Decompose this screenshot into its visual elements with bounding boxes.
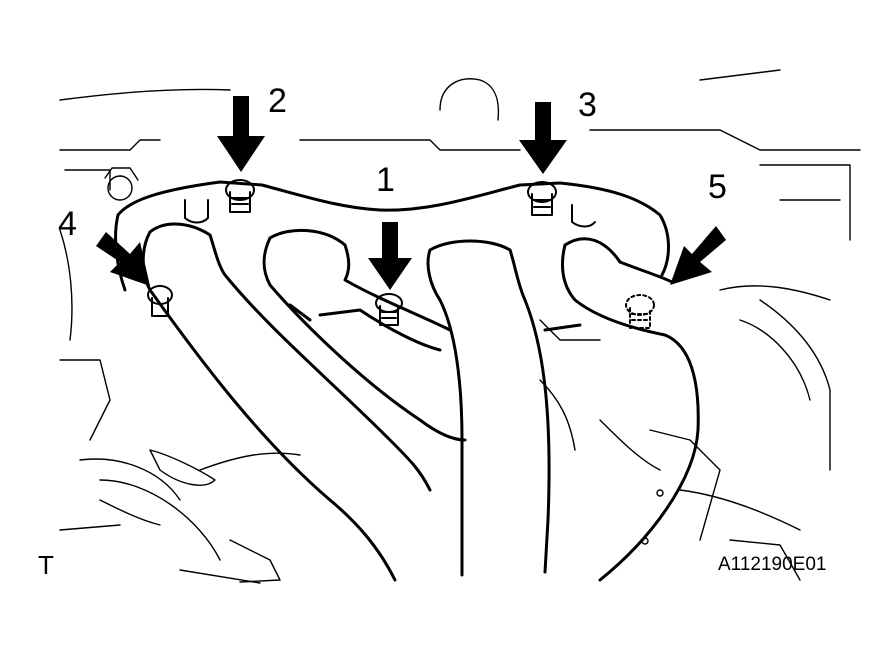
callout-label-3: 3 [578, 86, 597, 124]
arrow-4 [96, 232, 150, 286]
arrow-2 [217, 96, 265, 172]
callout-arrows [96, 96, 726, 290]
callout-label-1: 1 [376, 161, 395, 199]
manifold-bolts [147, 179, 655, 329]
corner-mark: T [38, 550, 54, 580]
arrow-3 [519, 102, 567, 174]
arrow-5 [670, 226, 726, 285]
figure-id: A112190E01 [718, 554, 827, 575]
engine-background-lines [59, 69, 861, 584]
arrow-1 [368, 222, 412, 290]
callout-label-2: 2 [268, 82, 287, 120]
callout-label-5: 5 [708, 168, 727, 206]
callout-label-4: 4 [58, 205, 77, 243]
manifold-runners [141, 222, 700, 582]
